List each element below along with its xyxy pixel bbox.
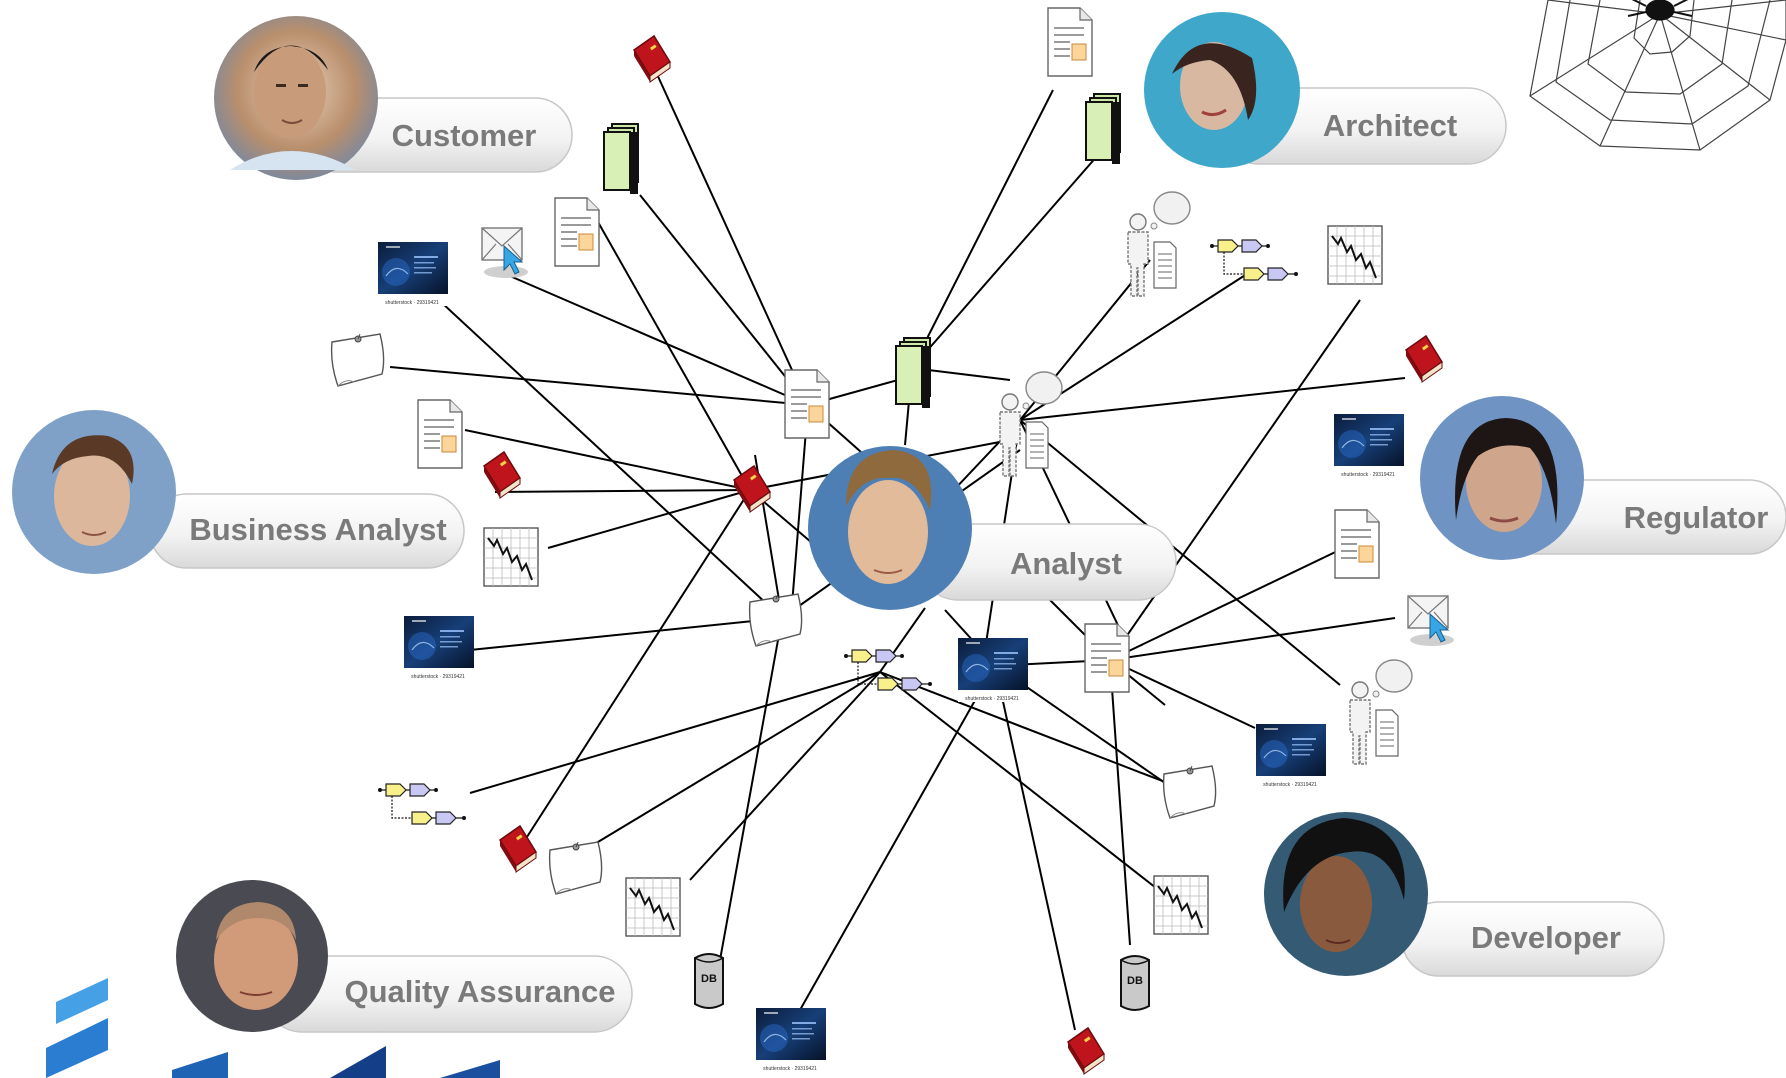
screenshot-thumbnail-icon: shutterstock · 29319421 [377, 241, 449, 307]
screenshot-thumbnail-icon: shutterstock · 29319421 [957, 637, 1029, 703]
svg-text:shutterstock · 29319421: shutterstock · 29319421 [1341, 472, 1395, 478]
screenshot-thumbnail-icon: shutterstock · 29319421 [1333, 413, 1405, 479]
sticky-note-icon [748, 593, 803, 647]
role-architect: Architect [1144, 12, 1507, 168]
svg-text:shutterstock · 29319421: shutterstock · 29319421 [965, 696, 1019, 702]
role-customer: Customer [214, 16, 573, 180]
stakeholder-icon [999, 371, 1063, 477]
database-icon: DB [694, 953, 724, 1009]
quality-assurance-label: Quality Assurance [344, 974, 615, 1009]
screenshot-thumbnail-icon: shutterstock · 29319421 [403, 615, 475, 681]
architect-label: Architect [1323, 108, 1457, 143]
spider-web-icon [1529, 0, 1786, 151]
chart-icon [483, 527, 539, 587]
screenshot-thumbnail-icon: shutterstock · 29319421 [1255, 723, 1327, 789]
document-icon [1047, 7, 1093, 77]
role-analyst: Analyst [808, 446, 1177, 610]
screenshot-thumbnail-icon: shutterstock · 29319421 [755, 1007, 827, 1073]
customer-label: Customer [392, 118, 537, 153]
role-quality-assurance: Quality Assurance [176, 880, 633, 1033]
server-icon [895, 337, 931, 409]
developer-label: Developer [1471, 920, 1621, 955]
svg-text:shutterstock · 29319421: shutterstock · 29319421 [763, 1066, 817, 1072]
role-business-analyst: Business Analyst [12, 410, 465, 574]
workflow-icon [377, 783, 467, 825]
connector-lines [389, 71, 1406, 1031]
analyst-label: Analyst [1010, 546, 1122, 581]
svg-text:DB: DB [1127, 975, 1143, 987]
svg-text:DB: DB [701, 973, 717, 985]
document-icon [1334, 509, 1380, 579]
sticky-note-icon [1162, 765, 1217, 819]
email-icon [1407, 595, 1455, 647]
logo-fragment [46, 978, 500, 1078]
sticky-note-icon [548, 841, 603, 895]
role-developer: Developer [1264, 812, 1665, 977]
svg-text:shutterstock · 29319421: shutterstock · 29319421 [1263, 782, 1317, 788]
server-icon [603, 123, 639, 195]
document-icon [1084, 623, 1130, 693]
business-analyst-label: Business Analyst [189, 512, 446, 547]
server-icon [1085, 93, 1121, 165]
chart-icon [625, 877, 681, 937]
svg-text:shutterstock · 29319421: shutterstock · 29319421 [411, 674, 465, 680]
database-icon: DB [1120, 955, 1150, 1011]
document-icon [554, 197, 600, 267]
svg-text:shutterstock · 29319421: shutterstock · 29319421 [385, 300, 439, 306]
document-icon [784, 369, 830, 439]
stakeholder-icon [1349, 659, 1413, 765]
book-icon [633, 35, 671, 83]
sticky-note-icon [330, 333, 385, 387]
workflow-icon [843, 649, 933, 691]
chart-icon [1327, 225, 1383, 285]
role-regulator: Regulator [1420, 396, 1786, 560]
book-icon [1405, 335, 1443, 383]
workflow-icon [1209, 239, 1299, 281]
stakeholder-icon [1127, 191, 1191, 297]
book-icon [1067, 1027, 1105, 1075]
artifact-icons: DB DB shutterstock · 29319421 shuttersto… [330, 7, 1455, 1075]
email-icon [481, 227, 529, 279]
document-icon [417, 399, 463, 469]
regulator-label: Regulator [1624, 500, 1769, 535]
chart-icon [1153, 875, 1209, 935]
